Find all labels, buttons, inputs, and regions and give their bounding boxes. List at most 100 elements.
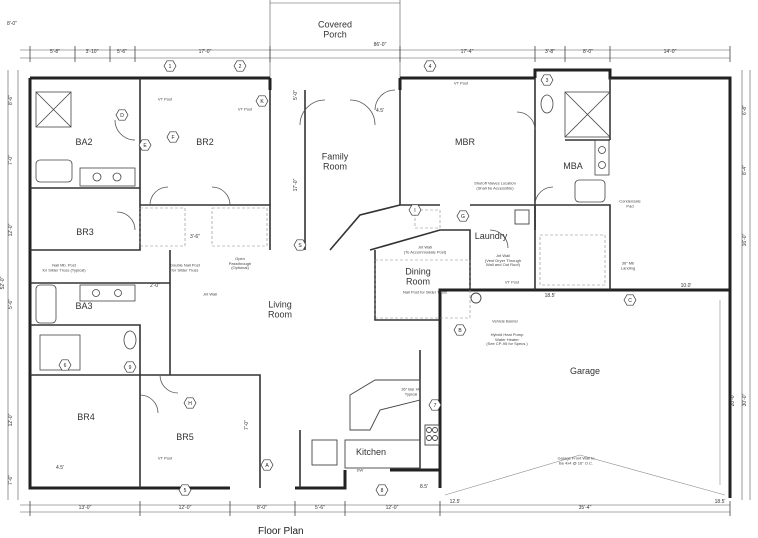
ba2-shower — [35, 91, 72, 128]
marker-label: E — [143, 143, 147, 149]
mba-vanity — [594, 139, 610, 176]
marker-H: H — [183, 397, 197, 409]
dim-top-4: 17'-0" — [198, 49, 212, 56]
dim-interior-2: 17'-0" — [293, 178, 300, 192]
ba2-tub — [35, 159, 73, 183]
dim-bottom-4: 5'-6" — [315, 505, 325, 512]
dim-top-7: 8'-0" — [583, 49, 593, 56]
shutoff-valves-note: Shutoff Valves Location(Shall be Accessi… — [474, 180, 516, 190]
dim-bottom-5: 12'-0" — [385, 505, 399, 512]
marker-label: C — [628, 298, 632, 304]
dim-top-6: 3'-8" — [545, 49, 555, 56]
marker-7: 7 — [428, 399, 442, 411]
laundry-label: Laundry — [474, 230, 508, 241]
marker-B: B — [453, 324, 467, 336]
dim-interior-13: 18.5' — [714, 499, 726, 506]
marker-E: E — [138, 139, 152, 151]
vt-post-note-3: VT Post — [453, 80, 469, 86]
dim-interior-7: 4.5' — [376, 108, 384, 115]
marker-6: 6 — [58, 359, 72, 371]
kitchen-counters — [311, 209, 530, 469]
marker-2: 2 — [233, 60, 247, 72]
dim-bottom-1: 13'-0" — [78, 505, 92, 512]
br2-label: BR2 — [196, 136, 214, 147]
mba-shower — [564, 91, 611, 138]
dim-bottom-6: 35'-4" — [578, 505, 592, 512]
marker-label: 9 — [129, 365, 132, 371]
dim-right-2: 8'-4" — [742, 165, 749, 175]
marker-5: 5 — [178, 484, 192, 496]
dim-porch-top: 8'-0" — [7, 21, 17, 28]
vt-post-note-4: VT Post — [504, 279, 520, 285]
dim-bottom-2: 12'-0" — [178, 505, 192, 512]
interior-walls — [30, 78, 611, 488]
ba2-label: BA2 — [75, 136, 93, 147]
marker-4: 4 — [423, 60, 437, 72]
marker-I: I — [408, 204, 422, 216]
dim-interior-10: 4.5' — [56, 465, 64, 472]
marker-label: H — [188, 401, 192, 407]
marker-label: 1 — [169, 64, 172, 70]
marker-label: B — [458, 328, 462, 334]
marker-3: 3 — [540, 74, 554, 86]
marker-label: G — [461, 214, 465, 220]
marker-8: 8 — [375, 484, 389, 496]
marker-A: A — [260, 459, 274, 471]
marker-label: F — [171, 135, 174, 141]
garage-label: Garage — [569, 365, 601, 376]
mba-tub — [574, 179, 606, 203]
marker-label: 2 — [239, 64, 242, 70]
bar-height-note: 36" Bar Ht.Typical — [401, 386, 421, 396]
br3-label: BR3 — [76, 226, 94, 237]
dim-interior-6: 10.0' — [680, 283, 692, 290]
bath-fixtures — [35, 91, 611, 371]
dim-left-6: 7'-6" — [8, 475, 15, 485]
marker-label: A — [265, 463, 269, 469]
dim-left-2: 7'-0" — [8, 155, 15, 165]
dim-interior-9: 20'-0" — [730, 393, 737, 407]
ba2-vanity — [79, 167, 136, 187]
dim-interior-11: 8.5' — [420, 484, 428, 491]
dim-interior-3: 3'-6" — [190, 234, 200, 241]
marker-label: D — [120, 113, 124, 119]
dim-left-1: 8'-6" — [8, 95, 15, 105]
dim-right-4: 30'-0" — [742, 393, 749, 407]
dim-top-2: 3'-10" — [85, 49, 99, 56]
garage-slab — [444, 300, 726, 496]
ba3-tub — [35, 284, 57, 324]
marker-label: K — [260, 99, 264, 105]
marker-S: S — [293, 239, 307, 251]
marker-label: 8 — [381, 488, 384, 494]
nail-post-slider-note: Nail Post for Slider Truss — [402, 289, 448, 295]
marker-1: 1 — [163, 60, 177, 72]
ba3-vanity — [79, 284, 136, 302]
marker-9: 9 — [123, 361, 137, 373]
marker-label: 5 — [184, 488, 187, 494]
dim-left-4: 5'-6" — [8, 299, 15, 309]
marker-label: 3 — [546, 78, 549, 84]
marker-F: F — [166, 131, 180, 143]
kitchen-label: Kitchen — [355, 446, 387, 457]
dim-interior-1: 5'-0" — [293, 90, 300, 100]
dim-right-3: 16'-0" — [742, 233, 749, 247]
dim-interior-12: 12.5' — [449, 499, 461, 506]
dim-top-5: 17'-4" — [460, 49, 474, 56]
vehicle-barrier-note: Vehicle Barrier — [491, 318, 519, 324]
dim-top-8: 14'-0" — [663, 49, 677, 56]
dim-interior-4: 2'-0" — [150, 283, 160, 290]
marker-label: 6 — [64, 363, 67, 369]
br4-shower — [39, 334, 81, 371]
dim-right-1: 6'-8" — [742, 105, 749, 115]
dim-interior-5: 18.5' — [544, 293, 556, 300]
vt-post-note-1: VT Post — [157, 96, 173, 102]
